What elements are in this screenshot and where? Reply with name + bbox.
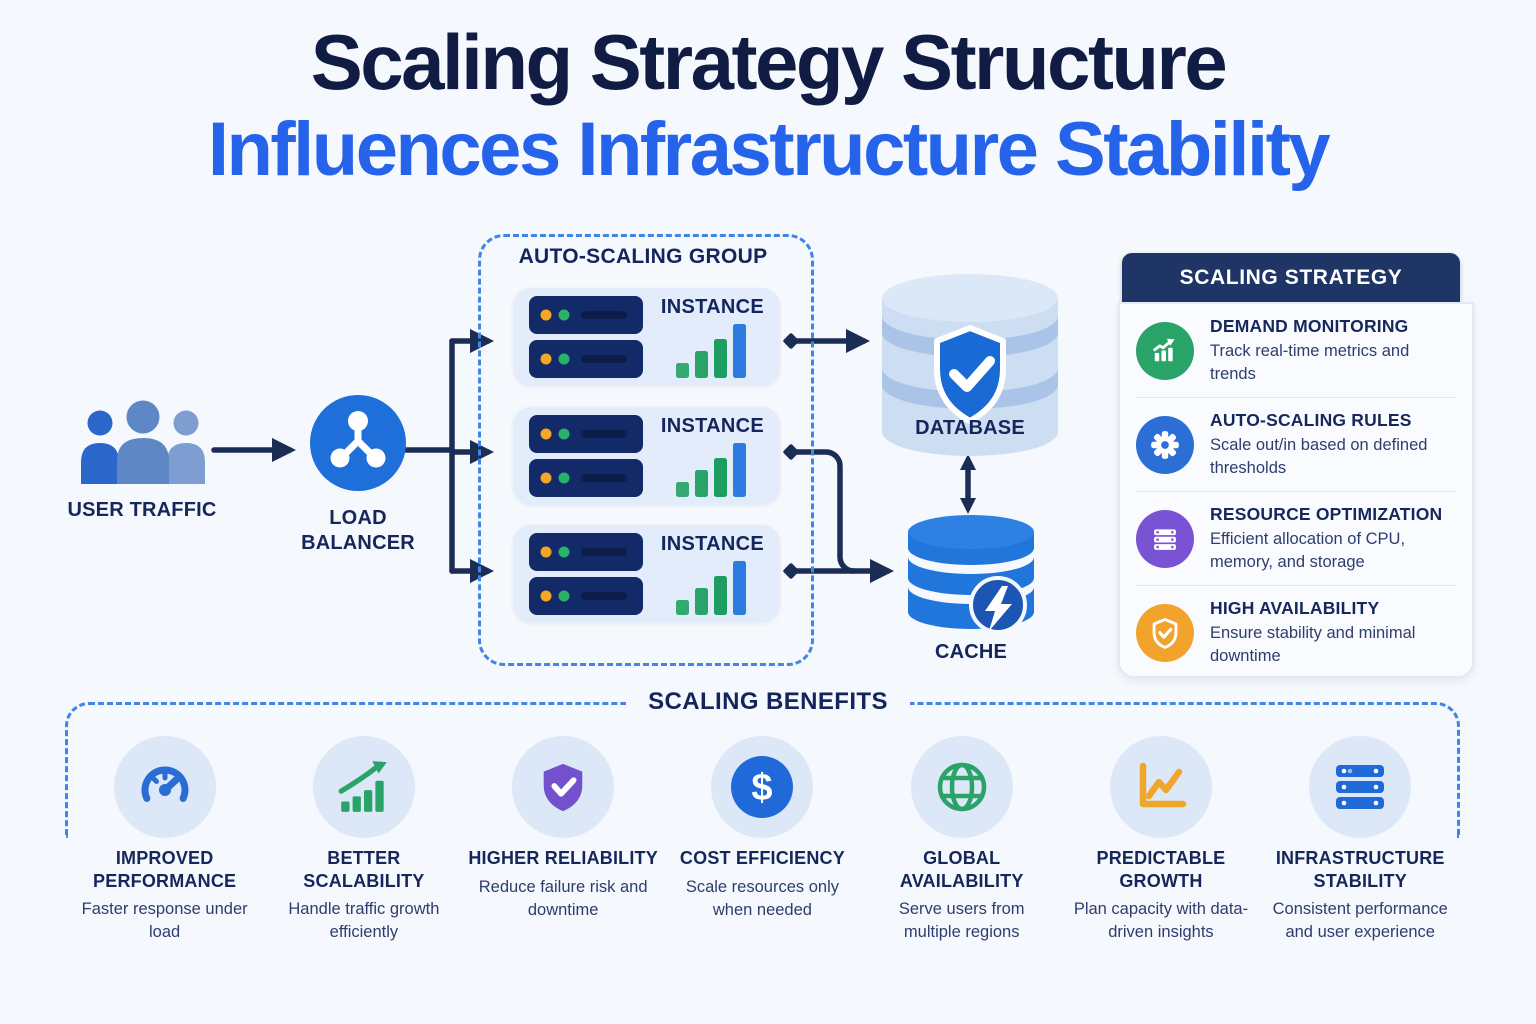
instance-label: INSTANCE — [660, 295, 764, 318]
gear-icon — [1136, 415, 1194, 474]
strategy-item-title: AUTO-SCALING RULES — [1210, 410, 1412, 431]
server-icon — [529, 533, 643, 615]
shield-check-icon — [1136, 603, 1194, 662]
benefit-title: COST EFFICIENCY — [679, 848, 845, 868]
benefit-title: HIGHER RELIABILITY — [468, 848, 658, 868]
instance-label: INSTANCE — [660, 414, 764, 437]
trend-arrow-bars-icon — [1136, 321, 1194, 380]
benefit-desc: Faster response under load — [81, 900, 248, 942]
strategy-item-desc: Scale out/in based on defined thresholds — [1210, 436, 1428, 477]
person-right — [167, 410, 205, 484]
strategy-item-auto-scaling-rules: AUTO-SCALING RULES Scale out/in based on… — [1136, 397, 1456, 491]
benefit-improved-performance: IMPROVED PERFORMANCE Faster response und… — [65, 722, 264, 944]
strategy-item-desc: Track real-time metrics and trends — [1210, 342, 1410, 383]
benefit-desc: Handle traffic growth efficiently — [288, 900, 440, 942]
dollar-circle-icon: $ — [711, 736, 814, 838]
benefit-title: INFRASTRUCTURE STABILITY — [1275, 848, 1445, 891]
load-balancer-label: LOAD BALANCER — [301, 507, 415, 554]
user-traffic-icon — [81, 400, 205, 484]
database-label: DATABASE — [915, 417, 1025, 439]
benefit-desc: Plan capacity with data-driven insights — [1073, 900, 1249, 942]
scaling-strategy-header: SCALING STRATEGY — [1122, 253, 1460, 302]
benefit-title: BETTER SCALABILITY — [303, 848, 425, 891]
instance-card-2: INSTANCE — [513, 407, 780, 505]
cache-label: CACHE — [934, 641, 1008, 663]
lightning-badge-icon — [969, 576, 1027, 634]
strategy-item-title: RESOURCE OPTIMIZATION — [1210, 504, 1443, 525]
strategy-item-demand-monitoring: DEMAND MONITORING Track real-time metric… — [1136, 304, 1456, 397]
scaling-strategy-panel: DEMAND MONITORING Track real-time metric… — [1118, 302, 1474, 678]
benefit-title: IMPROVED PERFORMANCE — [93, 848, 237, 891]
page-title-line2: Influences Infrastructure Stability — [207, 107, 1331, 192]
server-icon — [529, 415, 643, 497]
benefit-title: GLOBAL AVAILABILITY — [899, 848, 1024, 891]
benefit-title: PREDICTABLE GROWTH — [1096, 848, 1226, 891]
auto-scaling-group-box — [478, 234, 814, 666]
database-icon — [882, 274, 1058, 456]
shield-check-icon — [934, 325, 1006, 424]
benefit-desc: Scale resources only when needed — [685, 877, 839, 919]
benefit-infrastructure-stability: INFRASTRUCTURE STABILITY Consistent perf… — [1261, 722, 1460, 944]
benefit-predictable-growth: PREDICTABLE GROWTH Plan capacity with da… — [1061, 722, 1260, 944]
instance-bars-icon — [676, 323, 747, 378]
instance-bars-icon — [676, 442, 747, 497]
globe-icon — [910, 736, 1013, 838]
strategy-item-desc: Efficient allocation of CPU, memory, and… — [1210, 530, 1406, 571]
user-traffic-label: USER TRAFFIC — [67, 499, 217, 521]
server-icon — [529, 296, 643, 378]
gauge-icon — [113, 736, 216, 838]
strategy-item-title: HIGH AVAILABILITY — [1210, 598, 1380, 619]
person-center — [117, 400, 169, 484]
benefit-desc: Consistent performance and user experien… — [1272, 900, 1448, 942]
growth-bars-icon — [312, 736, 415, 838]
line-chart-icon — [1109, 736, 1212, 838]
instance-label: INSTANCE — [660, 532, 764, 555]
strategy-item-high-availability: HIGH AVAILABILITY Ensure stability and m… — [1136, 585, 1456, 679]
load-balancer-icon — [310, 395, 406, 491]
cache-icon — [908, 515, 1034, 634]
auto-scaling-group-title: AUTO-SCALING GROUP — [518, 245, 768, 268]
shield-check-icon — [512, 736, 615, 838]
instance-card-3: INSTANCE — [513, 525, 780, 623]
person-left — [81, 410, 119, 484]
page-title-line1: Scaling Strategy Structure — [310, 18, 1228, 106]
strategy-item-title: DEMAND MONITORING — [1210, 316, 1409, 337]
strategy-item-desc: Ensure stability and minimal downtime — [1210, 624, 1416, 665]
strategy-item-resource-optimization: RESOURCE OPTIMIZATION Efficient allocati… — [1136, 491, 1456, 585]
instance-bars-icon — [676, 560, 747, 615]
benefits-row: IMPROVED PERFORMANCE Faster response und… — [65, 722, 1460, 944]
server-stack-icon — [1136, 509, 1194, 568]
server-rack-icon — [1309, 736, 1412, 838]
benefit-better-scalability: BETTER SCALABILITY Handle traffic growth… — [264, 722, 463, 944]
benefit-higher-reliability: HIGHER RELIABILITY Reduce failure risk a… — [464, 722, 663, 944]
instance-card-1: INSTANCE — [513, 288, 780, 386]
benefit-cost-efficiency: $ COST EFFICIENCY Scale resources only w… — [663, 722, 862, 944]
benefit-desc: Reduce failure risk and downtime — [478, 877, 648, 919]
benefit-desc: Serve users from multiple regions — [898, 900, 1025, 942]
benefit-global-availability: GLOBAL AVAILABILITY Serve users from mul… — [862, 722, 1061, 944]
dollar-glyph: $ — [752, 767, 773, 809]
